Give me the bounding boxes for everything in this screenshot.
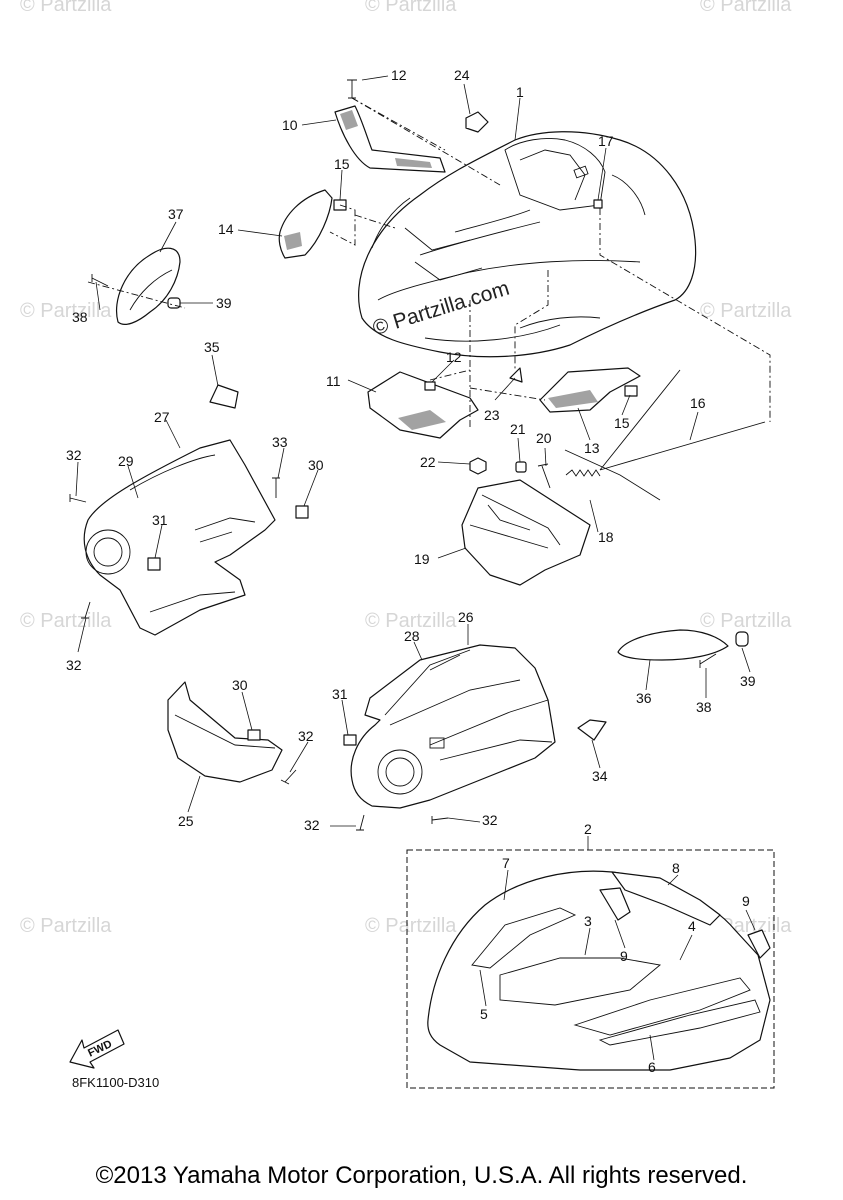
- callout-31: 31: [332, 686, 348, 702]
- assembly-box: [406, 849, 775, 1089]
- callout-numbers: 1 2 3 4 5 6 7 8 9 9 10 11 12 12 13 14 15…: [66, 67, 756, 1075]
- callout-39: 39: [216, 295, 232, 311]
- callout-38: 38: [72, 309, 88, 325]
- part-front-lower-cover: [167, 681, 283, 783]
- part-side-cover-right: [617, 629, 729, 661]
- callout-35: 35: [204, 339, 220, 355]
- part-side-trim-upper: [334, 105, 446, 173]
- diagram-code: 8FK1100-D310: [72, 1075, 160, 1090]
- part-handle-bracket: [461, 479, 591, 586]
- callout-30: 30: [232, 677, 248, 693]
- part-deflector-left: [367, 371, 479, 439]
- callout-4: 4: [688, 918, 696, 934]
- callout-29: 29: [118, 453, 134, 469]
- callout-28: 28: [404, 628, 420, 644]
- callout-14: 14: [218, 221, 234, 237]
- callout-24: 24: [454, 67, 470, 83]
- callout-15: 15: [614, 415, 630, 431]
- callout-37: 37: [168, 206, 184, 222]
- part-side-trim-panel: [278, 189, 333, 259]
- callout-9: 9: [620, 948, 628, 964]
- callout-31: 31: [152, 512, 168, 528]
- callout-13: 13: [584, 440, 600, 456]
- callout-15: 15: [334, 156, 350, 172]
- callout-17: 17: [598, 133, 614, 149]
- part-left-lower-cover: [83, 439, 276, 636]
- callout-25: 25: [178, 813, 194, 829]
- copyright-notice: ©2013 Yamaha Motor Corporation, U.S.A. A…: [95, 1162, 748, 1189]
- callout-18: 18: [598, 529, 614, 545]
- part-right-lower-cover: [350, 644, 556, 809]
- callout-32: 32: [66, 657, 82, 673]
- callout-32: 32: [482, 812, 498, 828]
- leaders: [75, 75, 756, 1061]
- callout-39: 39: [740, 673, 756, 689]
- callout-21: 21: [510, 421, 526, 437]
- callout-27: 27: [154, 409, 170, 425]
- callout-38: 38: [696, 699, 712, 715]
- callout-32: 32: [298, 728, 314, 744]
- callout-12: 12: [391, 67, 407, 83]
- callout-16: 16: [690, 395, 706, 411]
- callout-34: 34: [592, 768, 608, 784]
- callout-10: 10: [282, 117, 298, 133]
- callout-8: 8: [672, 860, 680, 876]
- callout-23: 23: [484, 407, 500, 423]
- callout-9: 9: [742, 893, 750, 909]
- callout-22: 22: [420, 454, 436, 470]
- callout-30: 30: [308, 457, 324, 473]
- callout-3: 3: [584, 913, 592, 929]
- part-front-hood: [358, 131, 697, 358]
- callout-32: 32: [304, 817, 320, 833]
- callout-26: 26: [458, 609, 474, 625]
- callout-11: 11: [326, 373, 341, 389]
- callout-5: 5: [480, 1006, 488, 1022]
- callout-7: 7: [502, 855, 510, 871]
- callout-32: 32: [66, 447, 82, 463]
- callout-1: 1: [516, 84, 524, 100]
- callout-2: 2: [584, 821, 592, 837]
- assembly-lines: [87, 97, 771, 430]
- callout-19: 19: [414, 551, 430, 567]
- callout-36: 36: [636, 690, 652, 706]
- part-deflector-right: [539, 367, 641, 413]
- fasteners: [69, 79, 766, 831]
- fwd-arrow: FWD: [69, 1029, 125, 1069]
- callout-12: 12: [446, 349, 462, 365]
- callout-33: 33: [272, 434, 288, 450]
- part-inner-hood: [427, 870, 771, 1071]
- callout-20: 20: [536, 430, 552, 446]
- part-side-cover-left: [116, 247, 181, 325]
- callout-6: 6: [648, 1059, 656, 1075]
